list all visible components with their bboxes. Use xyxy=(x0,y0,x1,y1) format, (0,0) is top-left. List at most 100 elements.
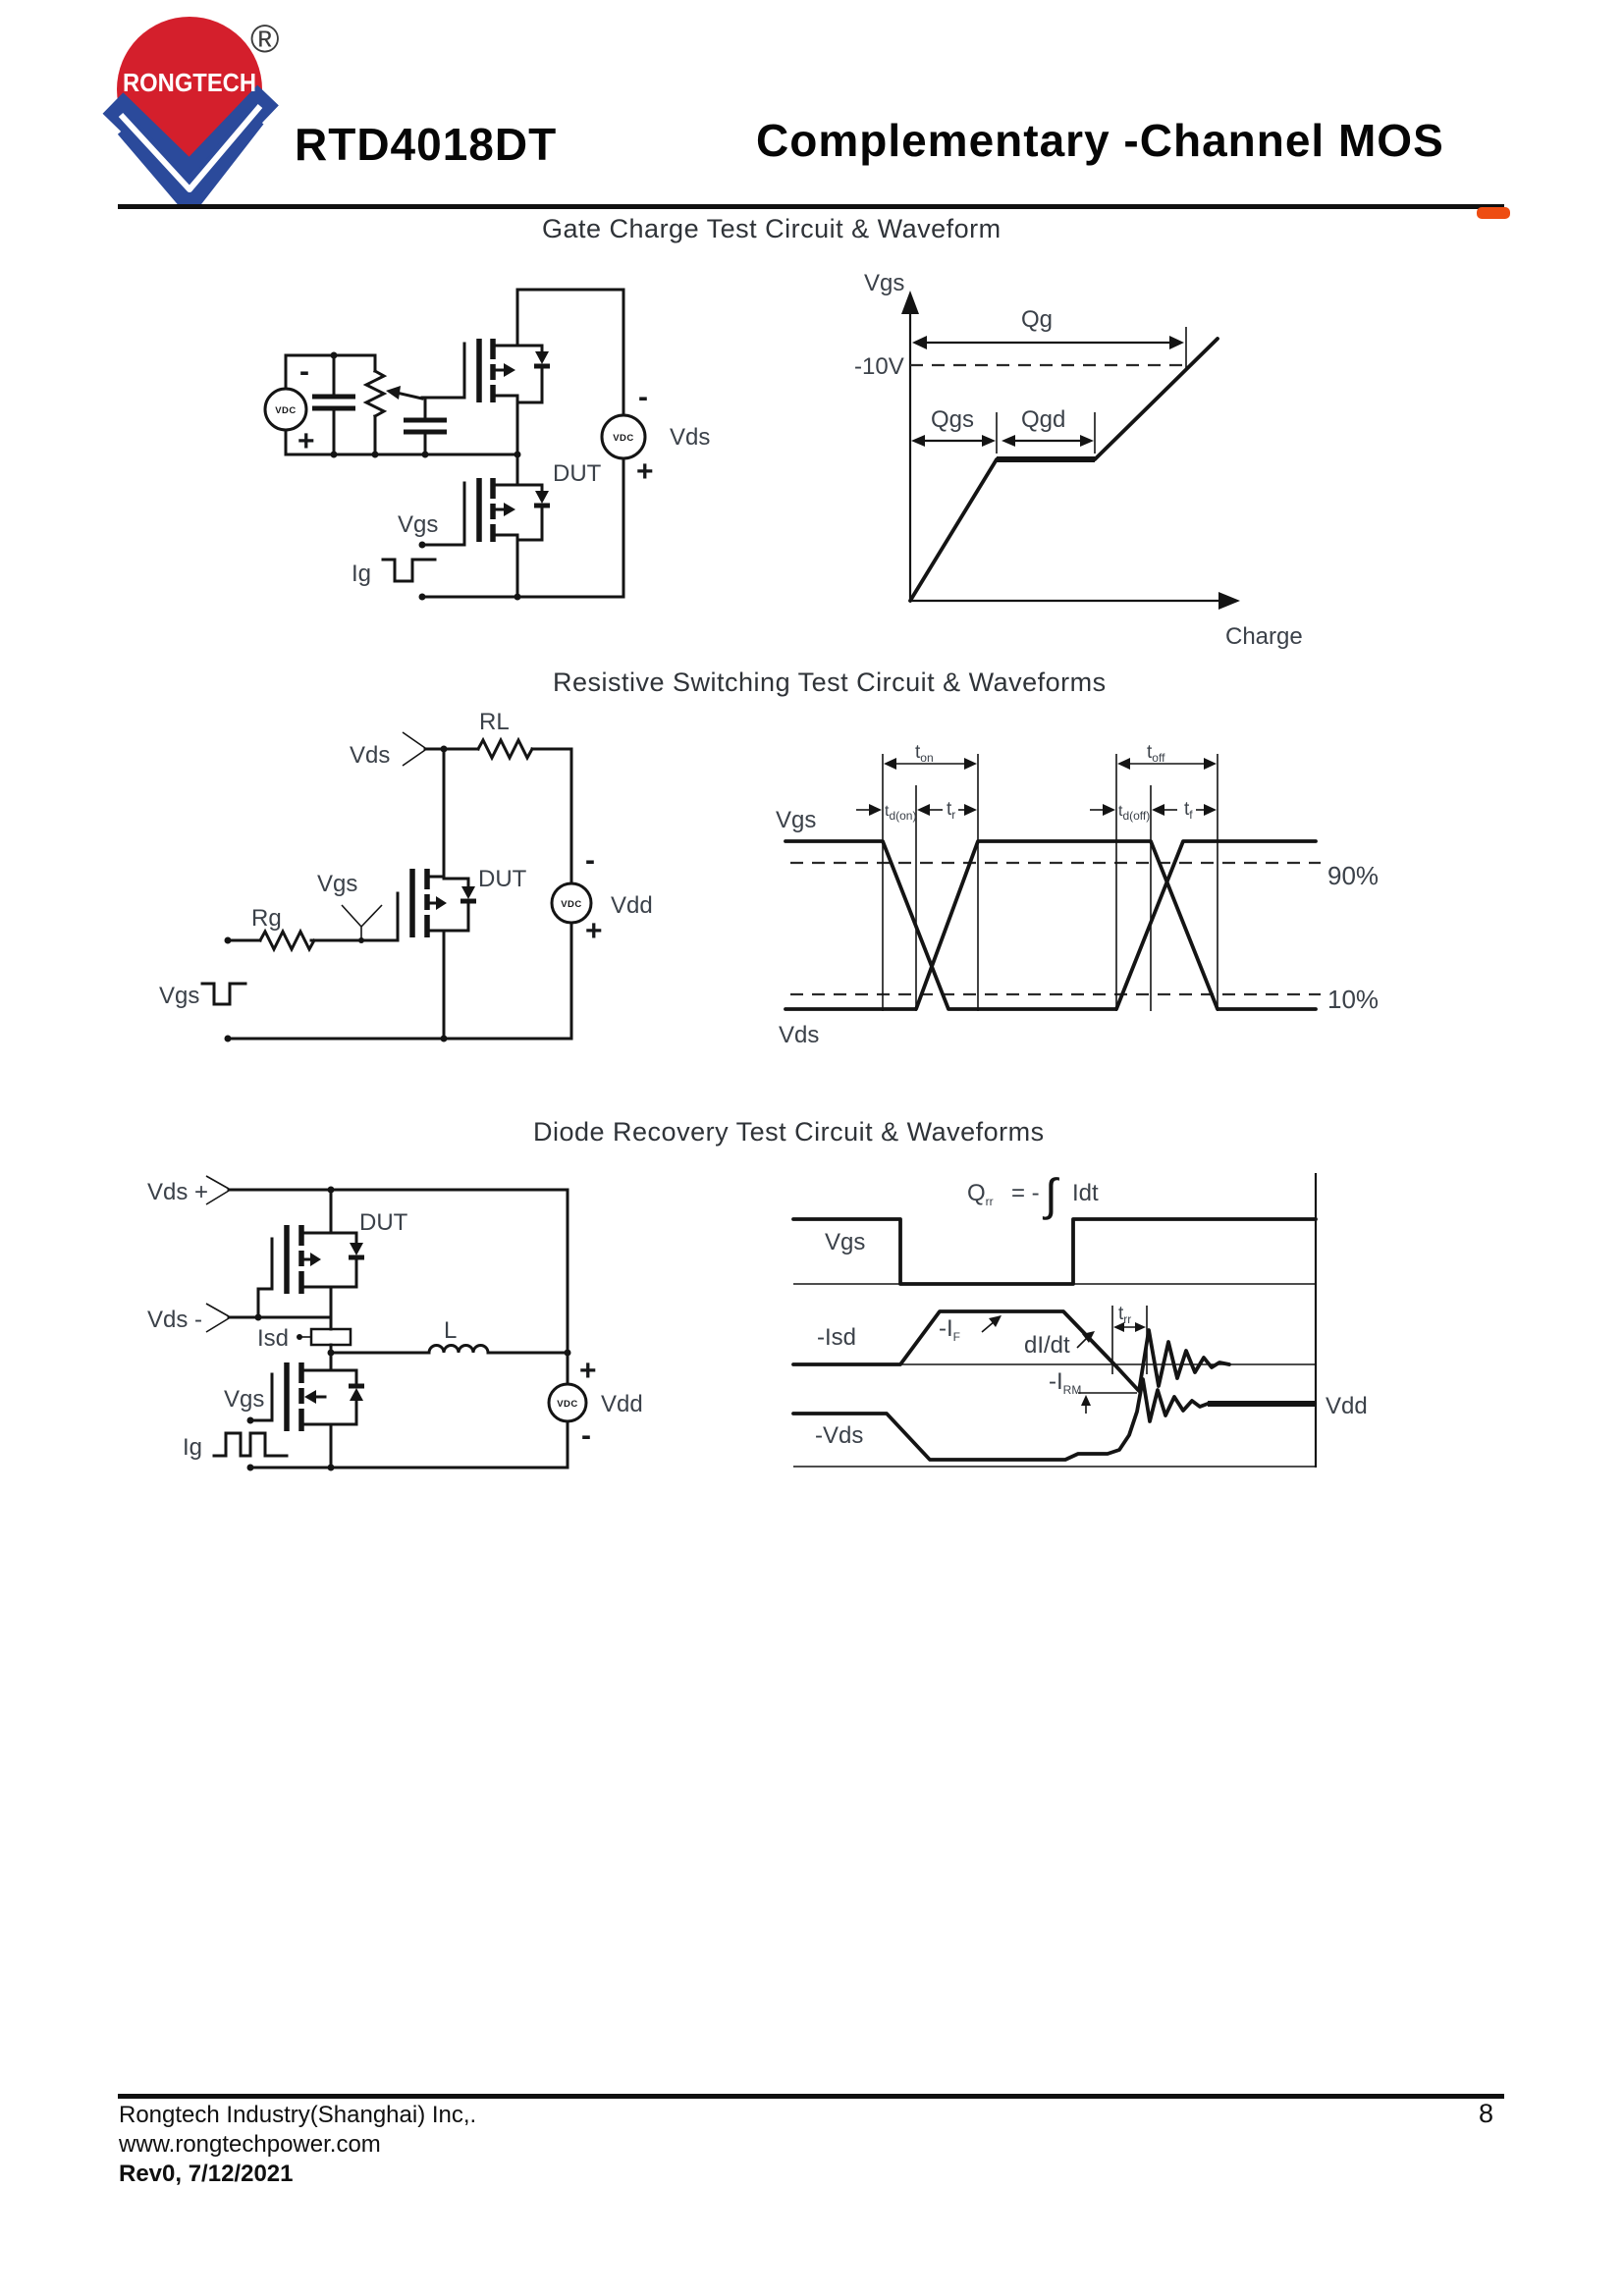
gcw-curve xyxy=(908,337,1219,603)
dr-vdd-label: Vdd xyxy=(601,1391,643,1417)
drw-trr-span: trr xyxy=(1111,1304,1148,1374)
rsw-90pct-label: 90% xyxy=(1327,861,1379,890)
rsw-10pct-label: 10% xyxy=(1327,985,1379,1014)
footer-company: Rongtech Industry(Shanghai) Inc,. xyxy=(119,2102,477,2128)
gc-mosfet-lower xyxy=(418,453,550,599)
drw-vgs-trace xyxy=(791,1217,1318,1286)
svg-text:dI/dt: dI/dt xyxy=(1024,1332,1070,1359)
rsw-ton-span: ton xyxy=(884,742,977,770)
rs-vdd-source: VDC - + Vdd xyxy=(550,747,653,1041)
svg-text:Qgd: Qgd xyxy=(1021,406,1065,433)
gc-vgs-label: Vgs xyxy=(398,511,438,538)
rs-dut-label: DUT xyxy=(478,866,527,892)
svg-text:Isd: Isd xyxy=(257,1325,289,1352)
rsw-vds-trace xyxy=(784,839,1318,1011)
gc-vds-source: VDC - + Vds xyxy=(600,381,710,488)
svg-text:Vds +: Vds + xyxy=(147,1179,208,1205)
drw-formula-idt: Idt xyxy=(1072,1180,1099,1206)
dr-vds-plus-probe: Vds + xyxy=(147,1175,230,1205)
svg-text:-IRM: -IRM xyxy=(1049,1368,1081,1397)
gc-src-minus: - xyxy=(299,355,309,388)
dr-ig-pulse-icon xyxy=(212,1431,289,1458)
diode-circuit: Vds + DUT Vds - Isd xyxy=(147,1175,643,1471)
rsw-toff-span: toff xyxy=(1117,742,1217,770)
drw-vdd-label: Vdd xyxy=(1326,1393,1368,1419)
rs-vgs-probe: Vgs xyxy=(317,871,383,943)
resistive-waveform: 90% 10% ton td(on) tr toff xyxy=(776,742,1379,1048)
drw-isd-label: -Isd xyxy=(817,1324,856,1351)
gate-charge-waveform: Vgs Charge -10V Qg Qgs Qgd xyxy=(854,270,1303,650)
gc-src-plus: + xyxy=(298,425,315,457)
gcw-qgs-span: Qgs xyxy=(911,406,1096,454)
dr-isd-sense: Isd xyxy=(257,1315,352,1355)
svg-text:Qrr: Qrr xyxy=(967,1180,994,1208)
svg-text:VDC: VDC xyxy=(613,433,634,444)
dr-inductor: L xyxy=(327,1317,571,1357)
footer-revision: Rev0, 7/12/2021 xyxy=(119,2161,294,2187)
rs-minus: - xyxy=(585,844,595,877)
svg-text:VDC: VDC xyxy=(275,405,297,416)
svg-text:tf: tf xyxy=(1184,799,1193,822)
dr-vgs-label: Vgs xyxy=(224,1386,264,1413)
accent-tab xyxy=(1477,207,1510,219)
svg-text:Ig: Ig xyxy=(183,1434,202,1461)
drw-didt-annotation: dI/dt xyxy=(1024,1331,1095,1359)
dr-l-label: L xyxy=(444,1317,457,1344)
rs-gate-network: Rg xyxy=(224,891,400,953)
gc-capacitor1 xyxy=(312,353,355,456)
dr-minus: - xyxy=(581,1419,591,1452)
gcw-axes xyxy=(901,291,1240,610)
svg-text:VDC: VDC xyxy=(561,899,582,910)
dr-vds-minus-probe: Vds - xyxy=(147,1303,333,1333)
svg-text:VDC: VDC xyxy=(557,1399,578,1410)
drw-if-annotation: -IF xyxy=(939,1315,1001,1344)
drw-isd-trace xyxy=(791,1309,1231,1393)
dr-dut-label: DUT xyxy=(359,1209,408,1236)
svg-text:Vgs: Vgs xyxy=(159,983,199,1009)
footer-website[interactable]: www.rongtechpower.com xyxy=(119,2131,381,2158)
rs-plus: + xyxy=(585,915,603,947)
svg-text:Qg: Qg xyxy=(1021,306,1053,333)
logo-brand-text: RONGTECH xyxy=(123,68,256,97)
rs-rl-label: RL xyxy=(479,709,510,735)
gc-vds-minus: - xyxy=(638,381,648,413)
svg-text:Vgs: Vgs xyxy=(317,871,357,897)
rsw-vgs-trace xyxy=(784,839,1318,1011)
svg-text:ton: ton xyxy=(915,742,934,765)
page-number: 8 xyxy=(1479,2099,1494,2128)
gcw-x-label: Charge xyxy=(1225,623,1303,650)
dr-vdd-source: VDC + - Vdd xyxy=(547,1188,643,1469)
svg-text:Vds -: Vds - xyxy=(147,1307,202,1333)
gc-wires xyxy=(284,288,625,601)
rs-rg-label: Rg xyxy=(251,905,282,932)
rs-vdd-label: Vdd xyxy=(611,892,653,919)
svg-text:trr: trr xyxy=(1118,1304,1131,1326)
logo-wave2-icon xyxy=(117,109,264,206)
gc-dut-label: DUT xyxy=(553,460,602,487)
gcw-level-label: -10V xyxy=(854,353,904,380)
rsw-vgs-label: Vgs xyxy=(776,807,816,833)
gcw-y-label: Vgs xyxy=(864,270,904,296)
gc-mosfet-upper xyxy=(462,288,550,456)
rs-vds-probe: Vds xyxy=(350,731,426,769)
document-title: Complementary -Channel MOS xyxy=(756,115,1444,166)
svg-text:Qgs: Qgs xyxy=(931,406,974,433)
gc-vdc-source: VDC - + xyxy=(263,355,315,457)
gate-charge-heading: Gate Charge Test Circuit & Waveform xyxy=(542,214,1001,243)
dr-plus: + xyxy=(579,1355,597,1387)
resistive-heading: Resistive Switching Test Circuit & Wavef… xyxy=(553,667,1107,697)
drw-vds-label: -Vds xyxy=(815,1422,863,1449)
gc-ig-pulse-icon xyxy=(381,558,437,583)
svg-text:toff: toff xyxy=(1147,742,1165,765)
gc-vds-plus: + xyxy=(636,455,654,488)
diode-waveform: Qrr = - ∫ Idt Vgs -Isd trr -IF dI/dt xyxy=(791,1169,1368,1468)
rs-mosfet xyxy=(409,869,476,1041)
rsw-tdon-tr-row: td(on) tr xyxy=(856,799,977,823)
logo-wave-gap xyxy=(118,104,263,192)
svg-text:-IF: -IF xyxy=(939,1315,960,1344)
drw-vds-trace xyxy=(791,1377,1210,1462)
drw-irm-annotation: -IRM xyxy=(1049,1368,1137,1414)
dr-bottom-wire xyxy=(246,1464,569,1471)
footer-rule xyxy=(118,2094,1504,2099)
